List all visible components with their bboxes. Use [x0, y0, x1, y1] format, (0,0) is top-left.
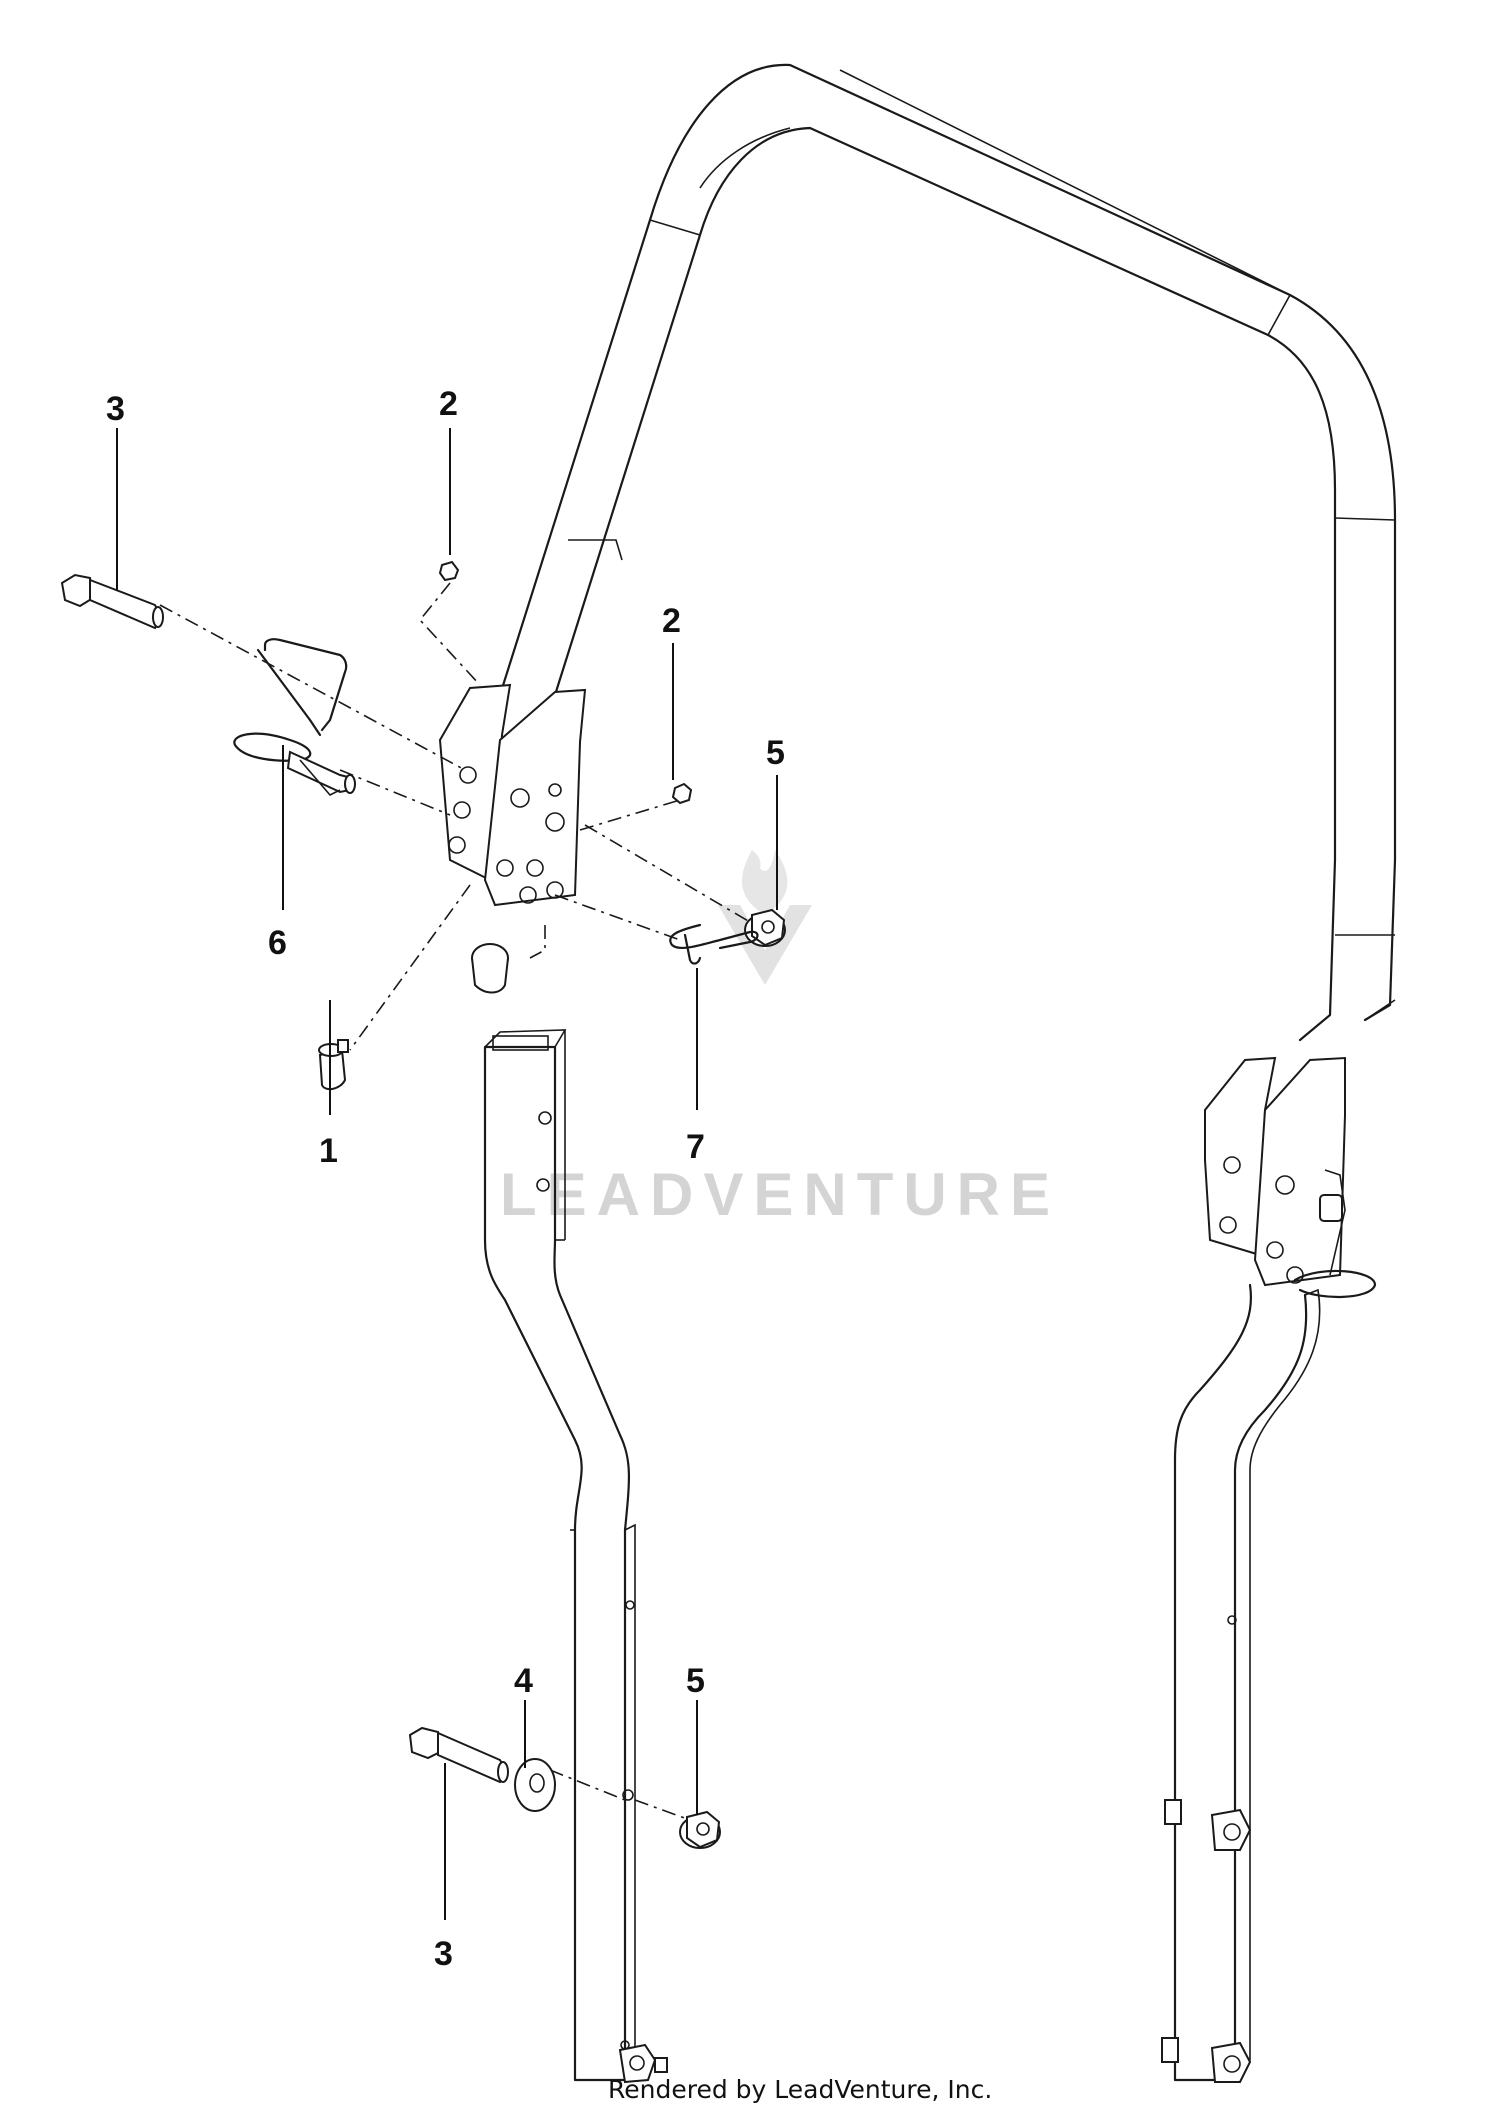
callout-2-right: 2: [662, 602, 681, 640]
rendered-by-footer: Rendered by LeadVenture, Inc.: [608, 2075, 992, 2104]
loose-parts: [60, 560, 786, 1849]
roll-bar-upper-hoop: [498, 63, 1397, 1042]
flange-nut-lower: [679, 1810, 721, 1849]
right-hinge-bracket: [1204, 1056, 1377, 1298]
leadventure-watermark: LEADVENTURE: [500, 850, 1060, 1228]
rubber-bumper-1: [318, 1039, 349, 1091]
callout-3-lower: 3: [434, 1935, 453, 1973]
callout-4: 4: [514, 1662, 533, 1700]
flange-nut-upper: [744, 908, 786, 947]
callout-1: 1: [319, 1132, 338, 1170]
left-hinge-bracket: [438, 683, 587, 907]
watermark-text: LEADVENTURE: [500, 1161, 1060, 1228]
callout-5-upper: 5: [766, 734, 785, 772]
callout-3-upper: 3: [106, 390, 125, 428]
callouts: 3 2 2 5 6 1 7 4 5 3: [106, 385, 785, 1973]
nut-upper-right: [671, 782, 693, 805]
rubber-bumper-2: [471, 943, 509, 994]
nut-upper-left: [438, 560, 460, 582]
callout-2-upper: 2: [439, 385, 458, 423]
callout-leaders: [116, 428, 778, 1920]
callout-5-lower: 5: [686, 1662, 705, 1700]
washer-lower: [514, 1758, 556, 1812]
callout-6: 6: [268, 924, 287, 962]
bolt-lower: [408, 1726, 509, 1784]
assembly-lines: [159, 582, 756, 1821]
bolt-upper: [60, 573, 164, 630]
snap-pin: [233, 638, 356, 796]
hair-pin-clip: [669, 923, 759, 965]
right-lower-upright: [1161, 1283, 1321, 2083]
callout-7: 7: [686, 1128, 705, 1166]
left-lower-upright: [483, 1029, 668, 2084]
